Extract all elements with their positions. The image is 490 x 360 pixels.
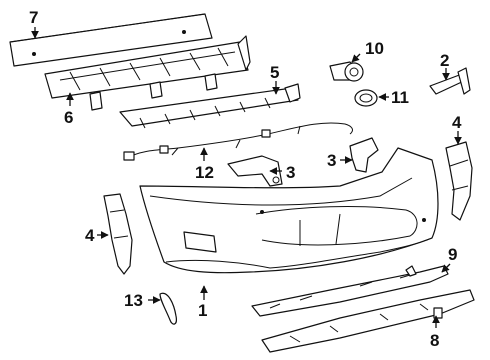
side-bracket-right-part[interactable] [349,137,379,173]
leader-lines [31,27,462,328]
callout-labels: 7 6 5 10 11 2 12 3 3 4 4 1 13 9 8 [29,8,462,350]
side-bracket-left-part[interactable] [227,155,283,187]
lower-valance-part[interactable] [261,289,475,353]
callout-3-right: 3 [327,151,336,170]
reflector-part[interactable] [159,292,177,325]
bumper-cover-part[interactable] [139,147,439,274]
energy-absorber-part[interactable] [44,35,251,111]
bumper-support-right-part[interactable] [445,141,473,221]
wiring-harness-part[interactable] [123,122,353,161]
mounting-bracket-part[interactable] [429,67,471,95]
callout-2: 2 [440,51,449,70]
callout-3-left: 3 [286,163,295,182]
callout-10: 10 [365,39,384,58]
callout-12: 12 [195,163,214,182]
callout-7: 7 [29,8,38,27]
reinforcement-bar-part[interactable] [9,13,213,67]
callout-9: 9 [448,245,457,264]
callout-1: 1 [198,301,207,320]
bumper-support-left-part[interactable] [103,193,133,275]
callout-4-right: 4 [452,113,462,132]
callout-4-left: 4 [85,226,95,245]
callout-6: 6 [64,108,73,127]
callout-13: 13 [124,291,143,310]
callout-11: 11 [391,88,409,107]
park-sensor-part[interactable] [329,61,364,82]
grommet-ring-part[interactable] [354,89,378,107]
diffuser-part[interactable] [251,265,449,317]
callout-8: 8 [430,331,439,350]
callout-5: 5 [270,63,279,82]
bracket-rail-part[interactable] [119,83,301,129]
